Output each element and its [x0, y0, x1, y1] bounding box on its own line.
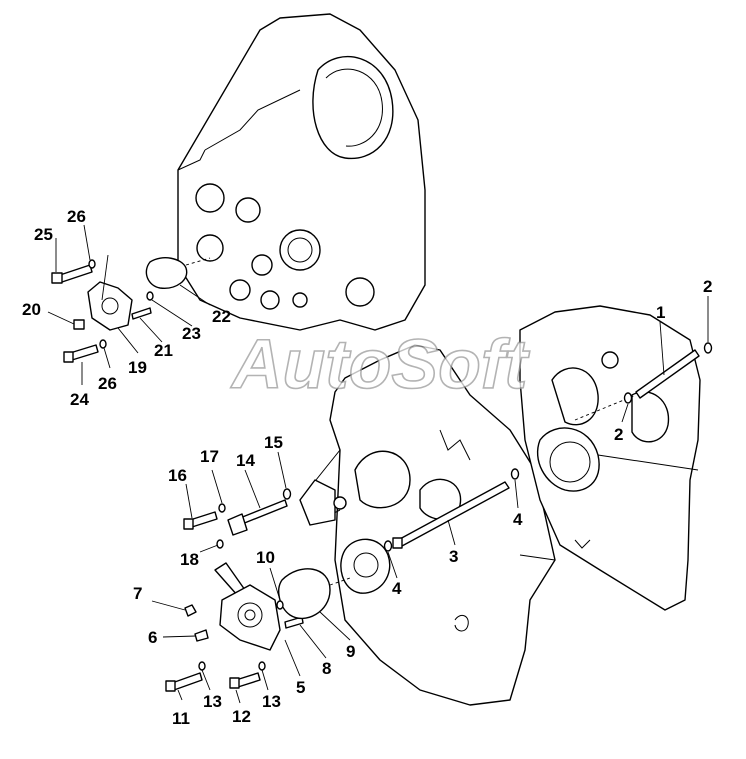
callout-11: 11	[172, 709, 190, 728]
callout-2: 2	[614, 425, 623, 444]
top-housing	[177, 13, 426, 331]
callout-24: 24	[70, 390, 89, 409]
callout-15: 15	[264, 433, 283, 452]
callout-7: 7	[133, 584, 142, 603]
callout-20: 20	[22, 300, 41, 319]
callout-26: 26	[67, 207, 86, 226]
callout-1: 1	[656, 303, 665, 322]
callout-19: 19	[128, 358, 147, 377]
callout-8: 8	[322, 659, 331, 678]
bracket-fasteners	[183, 488, 292, 549]
callout-18: 18	[180, 550, 199, 569]
callout-6: 6	[148, 628, 157, 647]
callout-12: 12	[232, 707, 251, 726]
lower-pump-assembly	[165, 562, 351, 692]
callout-5: 5	[296, 678, 305, 697]
callout-25: 25	[34, 225, 53, 244]
callout-13: 13	[203, 692, 222, 711]
callout-17: 17	[200, 447, 219, 466]
callout-21: 21	[154, 341, 173, 360]
middle-gear-case	[299, 344, 556, 706]
callout-2: 2	[703, 277, 712, 296]
watermark: AutoSoft	[230, 325, 530, 403]
upper-pump-assembly	[51, 257, 211, 363]
leader-lines	[47, 224, 709, 704]
callout-22: 22	[212, 307, 231, 326]
callout-14: 14	[236, 451, 255, 470]
o-rings	[383, 342, 713, 552]
callout-10: 10	[256, 548, 275, 567]
callout-23: 23	[182, 324, 201, 343]
callout-26: 26	[98, 374, 117, 393]
long-bolt	[392, 481, 510, 549]
callout-4: 4	[513, 510, 523, 529]
callout-9: 9	[346, 642, 355, 661]
callout-numbers: 1 2 2 3 4 4 5 6 7 8 9 10 11 12 13 13 14 …	[22, 207, 712, 728]
callout-4: 4	[392, 579, 402, 598]
callout-13: 13	[262, 692, 281, 711]
callout-16: 16	[168, 466, 187, 485]
callout-3: 3	[449, 547, 458, 566]
